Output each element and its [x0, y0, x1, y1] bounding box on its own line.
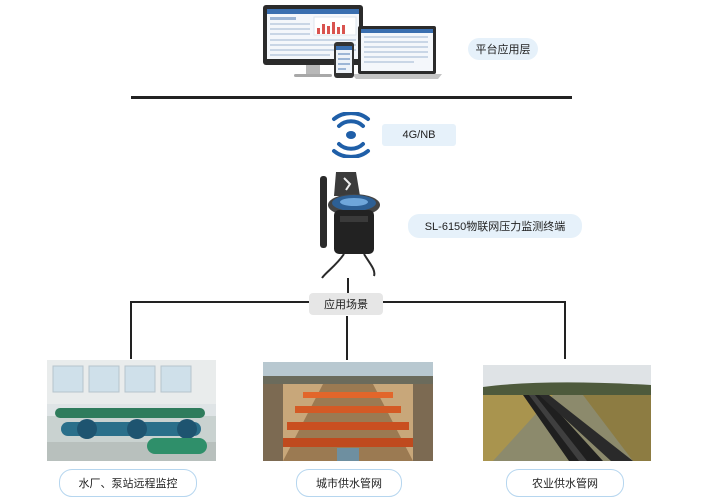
connector-right-drop — [564, 301, 566, 359]
platform-layer-label: 平台应用层 — [468, 38, 538, 60]
network-label: 4G/NB — [382, 124, 456, 146]
scenario-label-water-plant: 水厂、泵站远程监控 — [59, 469, 197, 497]
platform-divider — [131, 96, 572, 99]
pressure-monitor-terminal — [316, 170, 382, 282]
scenario-label-agricultural-network: 农业供水管网 — [506, 469, 624, 497]
device-label: SL-6150物联网压力监测终端 — [408, 214, 582, 238]
connector-center-drop — [347, 278, 349, 294]
connector-left-drop — [130, 301, 132, 359]
connector-mid-drop — [346, 316, 348, 360]
scenario-label-urban-network: 城市供水管网 — [296, 469, 402, 497]
devices-illustration — [262, 4, 442, 82]
wireless-signal-icon — [330, 112, 372, 158]
agricultural-pipeline-photo — [483, 365, 651, 461]
water-plant-photo — [47, 360, 216, 461]
scenario-hub-label: 应用场景 — [309, 293, 383, 315]
urban-pipeline-photo — [263, 362, 433, 461]
